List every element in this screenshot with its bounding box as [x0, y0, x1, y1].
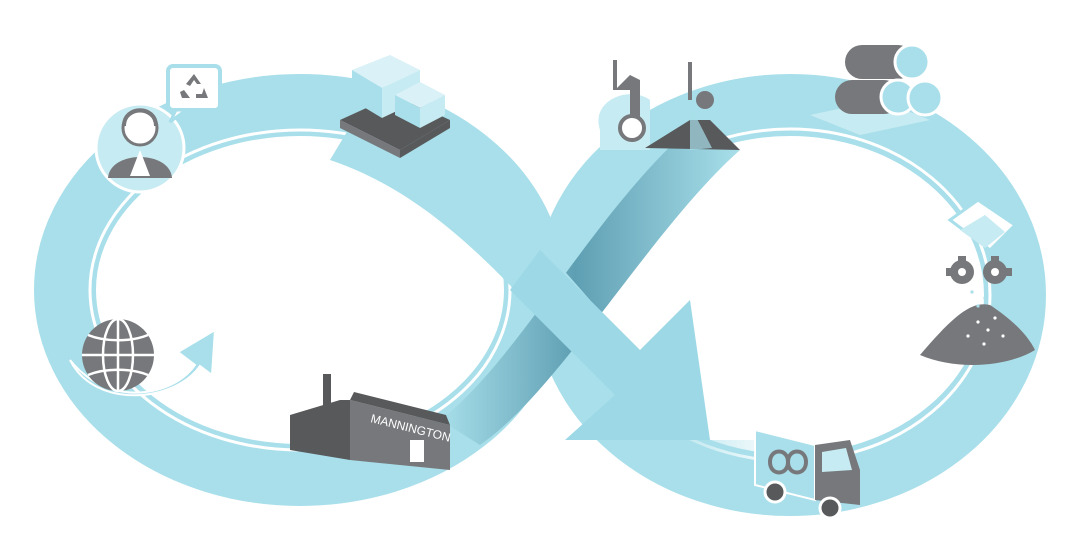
recycle-bubble-icon: [166, 64, 222, 124]
material-pile-icon: [920, 290, 1035, 366]
recycling-truck-icon: [754, 428, 860, 520]
stacked-tiles-pallet-icon: [340, 55, 450, 158]
recycle-symbol-icon: [180, 74, 208, 98]
carpet-rolls-icon: [810, 43, 944, 135]
crossing-band-back: [440, 120, 740, 445]
infinity-loop-icon: [767, 449, 809, 475]
manufacturing-plant-icon: MANNINGTON: [290, 374, 452, 470]
manufacturing-machine-icon: [598, 60, 740, 150]
arrow-tail-fade: [640, 440, 790, 500]
main-arrow: [510, 250, 710, 440]
infinity-band: [34, 74, 1046, 516]
hopper-icon: [947, 198, 1018, 252]
grinding-gears-icon: [946, 256, 1012, 284]
globe-icon: [82, 317, 154, 393]
customer-headset-icon: [94, 102, 186, 194]
